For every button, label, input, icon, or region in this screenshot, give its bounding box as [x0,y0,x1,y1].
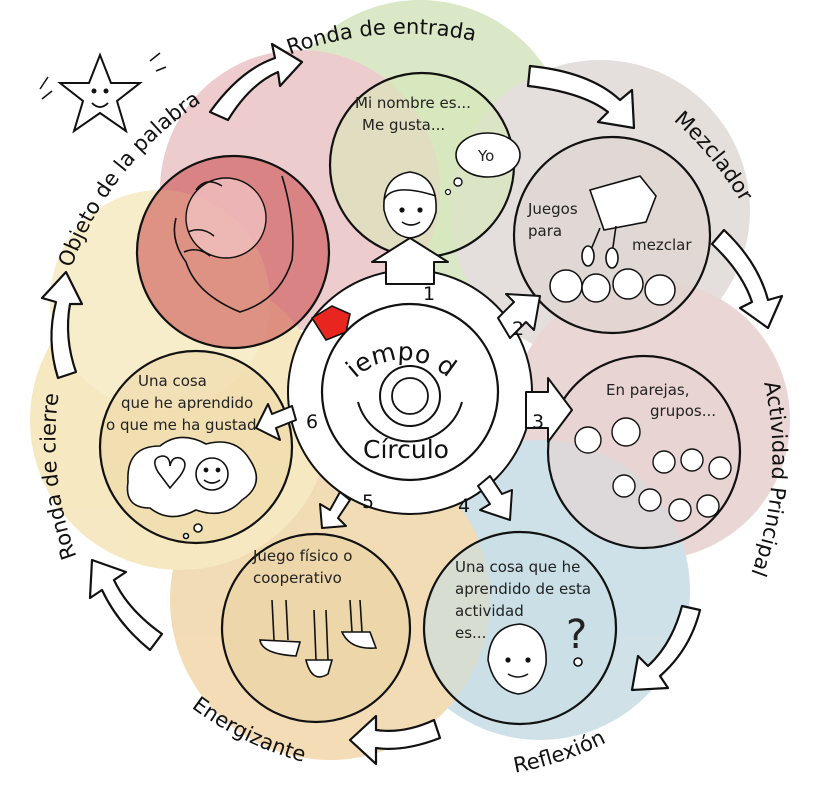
step-4-label: 4 [458,495,470,517]
step-1-label: 1 [423,283,435,305]
thinking-child-icon [487,623,583,695]
step-arrow-1 [371,237,449,285]
energizante-line-1: Juego físico o [252,547,352,565]
reflexion-line-3: actividad [455,602,524,620]
energizante-line-2: cooperativo [253,569,342,587]
cierre-line-2: que he aprendido [121,394,253,412]
center-title-line-2: Círculo [363,435,449,464]
arrow-5 [348,714,442,766]
step-arrow-4 [477,475,513,521]
entrada-line-2: Me gusta... [362,116,445,134]
group-of-people-icon [574,417,732,522]
arrow-7 [40,270,84,380]
step-2-label: 2 [512,318,524,340]
thought-cloud-icon [444,132,521,196]
actividad-line-2: grupos... [650,402,716,420]
bubble-ronda-entrada: Mi nombre es... Me gusta... Yo [328,71,521,259]
hub-core-inner [391,377,429,415]
thought-text: Yo [477,147,494,165]
step-arrow-6 [255,403,297,441]
step-arrow-3 [525,377,573,443]
arrow-2 [526,64,636,130]
bubble-ronda-cierre: Una cosa que he aprendido o que me ha gu… [98,349,294,545]
reflexion-line-1: Una cosa que he [455,558,580,576]
arrow-1 [208,42,304,122]
bubble-objeto-palabra [135,154,331,350]
bubble-energizante: Juego físico o cooperativo [220,532,412,724]
step-5-label: 5 [362,491,374,513]
bubble-reflexion: Una cosa que he aprendido de esta activi… [422,530,618,726]
mezclador-line-3: mezclar [632,236,692,254]
entrada-line-1: Mi nombre es... [355,94,471,112]
step-6-label: 6 [306,411,318,433]
arrow-4 [630,604,702,692]
bubble-actividad-principal: En parejas, grupos... [546,354,742,550]
hub-step-arrows [255,237,573,529]
fruits-icon [549,268,676,306]
bubble-mezclador: Juegos para mezclar [512,135,712,335]
reflexion-line-4: es... [455,624,486,642]
outer-flow-arrows [40,42,784,766]
step-arrow-2 [497,293,541,339]
reflexion-line-2: aprendido de esta [455,580,591,598]
cierre-line-3: o que me ha gustado [106,416,266,434]
feet-shoes-icon [259,599,378,678]
question-mark: ? [566,612,587,658]
actividad-line-1: En parejas, [606,381,689,399]
start-pointer-icon [310,305,351,341]
mezclador-line-2: para [528,222,562,240]
heart-smiley-cloud-icon [126,436,258,540]
mixer-icon [581,175,657,269]
step-3-label: 3 [532,411,544,433]
step-arrow-5 [319,491,351,529]
arrow-6 [88,558,164,652]
arrow-3 [710,228,784,330]
hub-inner-arc [357,401,463,443]
child-face-icon [383,171,437,239]
mezclador-line-1: Juegos [527,200,578,218]
star-mascot-icon [39,52,167,134]
cierre-line-1: Una cosa [138,372,207,390]
ball-icon [185,177,267,259]
hand-holding-icon [173,175,294,313]
